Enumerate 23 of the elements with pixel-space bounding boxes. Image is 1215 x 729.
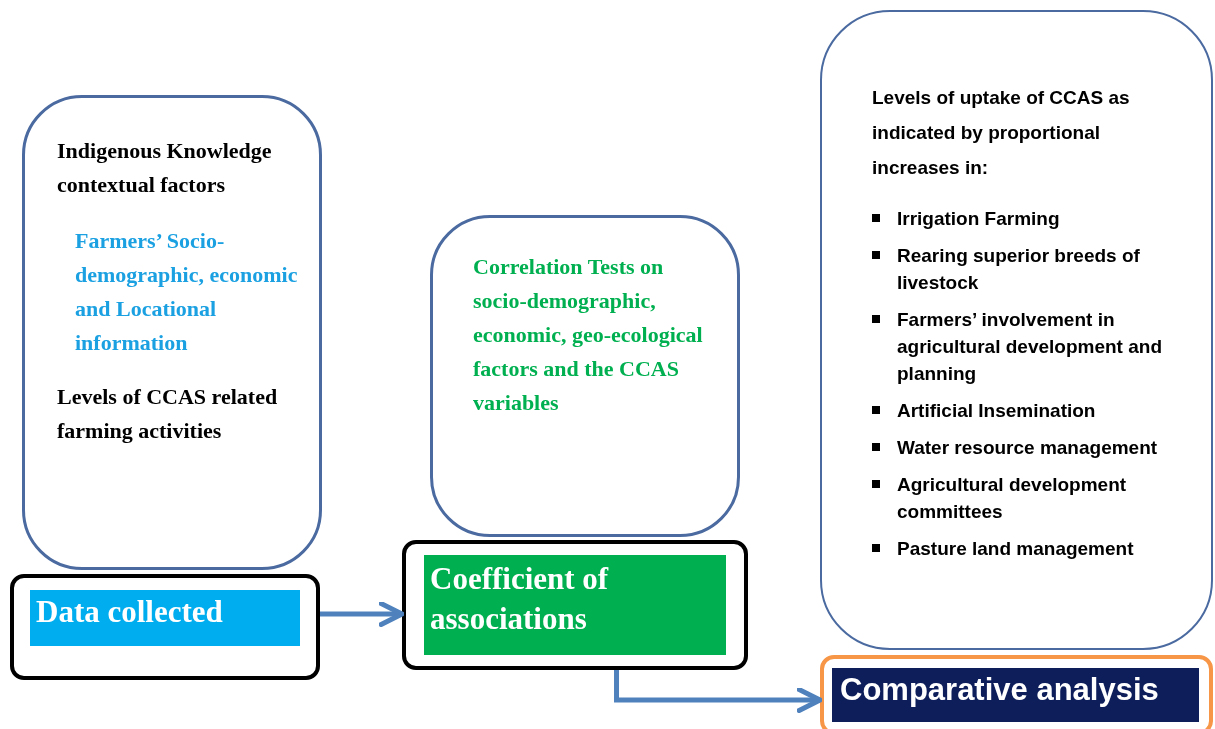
process-box (402, 540, 748, 670)
list-item: Rearing superior breeds of livestock (897, 244, 1141, 295)
box-text: Levels of CCAS related farming activities (57, 383, 279, 445)
list-item: Pasture land management (897, 537, 1135, 561)
process-box (820, 655, 1213, 729)
box-label: Coefficient of associations (424, 555, 726, 655)
rounded-box (430, 215, 740, 537)
box-label: Comparative analysis (832, 668, 1199, 722)
box-text: Farmers’ Socio-demographic, economic and Locational information (75, 227, 299, 357)
box-label: Data collected (30, 590, 300, 646)
rounded-box (820, 10, 1213, 650)
box-heading: Levels of uptake of CCAS as indicated by proportional increases in: (872, 86, 1131, 180)
list-item: Agricultural development committees (897, 473, 1128, 524)
box-text: Indigenous Knowledge contextual factors (57, 137, 273, 199)
arrow (614, 670, 823, 713)
arrow (320, 601, 405, 627)
list-item: Farmers’ involvement in agricultural development and planning (897, 308, 1163, 386)
list-item: Water resource management (897, 436, 1159, 460)
process-box (10, 574, 320, 680)
list-item: Irrigation Farming (897, 207, 1061, 231)
box-text: Correlation Tests on socio-demographic, economic, geo-ecological factors and the CCAS variables (473, 253, 704, 417)
rounded-box (22, 95, 322, 570)
list-item: Artificial Insemination (897, 399, 1097, 423)
